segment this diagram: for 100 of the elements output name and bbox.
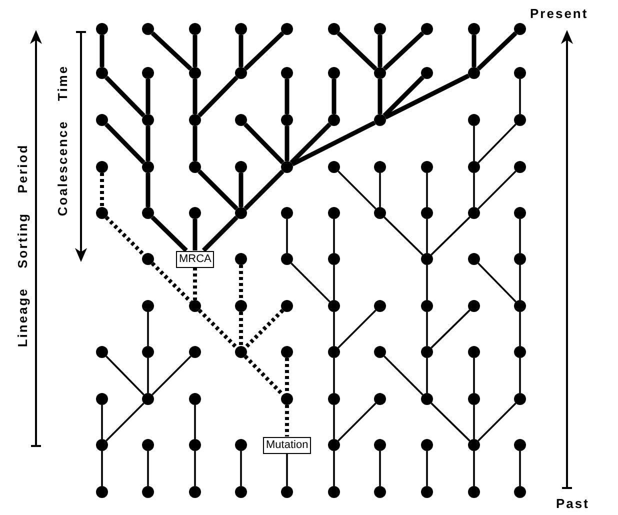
lineage-line <box>192 79 198 114</box>
lineage-dot <box>468 346 480 358</box>
lineage-dot <box>235 161 247 173</box>
lineage-dot <box>189 300 201 312</box>
lineage-dot <box>142 23 154 35</box>
lineage-dot <box>328 161 340 173</box>
lineage-dot <box>468 253 480 265</box>
dotted-lineage-line <box>285 405 289 436</box>
dotted-lineage-line <box>239 312 243 346</box>
lineage-dot <box>374 300 386 312</box>
axis-label: Past <box>556 496 590 511</box>
lineage-line <box>426 358 428 393</box>
lineage-line <box>198 170 238 210</box>
lineage-line <box>476 32 518 70</box>
lineage-dot <box>96 161 108 173</box>
lineage-line <box>238 173 244 207</box>
lineage-dot <box>142 207 154 219</box>
lineage-line <box>194 451 196 486</box>
lineage-dot <box>142 439 154 451</box>
lineage-dot <box>189 486 201 498</box>
lineage-dot <box>189 67 201 79</box>
lineage-line <box>152 356 192 396</box>
lineage-line <box>291 120 376 166</box>
lineage-dot <box>235 439 247 451</box>
lineage-dot <box>328 439 340 451</box>
lineage-dot <box>421 393 433 405</box>
lineage-dot <box>374 161 386 173</box>
lineage-dot <box>421 486 433 498</box>
lineage-dot <box>235 300 247 312</box>
lineage-dot <box>235 23 247 35</box>
lineage-dot <box>96 67 108 79</box>
lineage-line <box>244 32 284 70</box>
lineage-line <box>147 451 149 486</box>
lineage-line <box>336 32 378 70</box>
lineage-line <box>290 122 332 164</box>
lineage-dot <box>468 207 480 219</box>
lineage-line <box>430 402 470 442</box>
lineage-line <box>384 356 424 396</box>
dotted-lineage-line <box>239 265 243 300</box>
period-label: Lineage Sorting Period <box>14 143 30 347</box>
dotted-lineage-line <box>198 308 238 350</box>
lineage-dot <box>421 207 433 219</box>
lineage-line <box>194 405 196 439</box>
lineage-dot <box>281 114 293 126</box>
lineage-line <box>338 310 376 348</box>
lineage-line <box>244 170 284 210</box>
axis-label: Present <box>530 6 588 21</box>
lineage-dot <box>142 300 154 312</box>
lineage-dot <box>328 486 340 498</box>
lineage-line <box>100 35 104 67</box>
lineage-dot <box>468 486 480 498</box>
lineage-dot <box>514 23 526 35</box>
lineage-dot <box>374 346 386 358</box>
lineage-dot <box>468 23 480 35</box>
lineage-dot <box>281 253 293 265</box>
lineage-line <box>426 219 428 253</box>
lineage-line <box>519 219 521 253</box>
lineage-line <box>426 173 428 207</box>
lineage-line <box>472 35 476 67</box>
lineage-dot <box>328 393 340 405</box>
lineage-dot <box>96 486 108 498</box>
lineage-dot <box>514 253 526 265</box>
lineage-line <box>338 402 376 442</box>
lineage-dot <box>468 393 480 405</box>
lineage-dot <box>189 114 201 126</box>
lineage-dot <box>189 23 201 35</box>
lineage-dot <box>189 161 201 173</box>
dotted-lineage-line <box>244 354 284 396</box>
lineage-line <box>146 173 150 207</box>
lineage-dot <box>328 300 340 312</box>
lineage-dot <box>96 439 108 451</box>
lineage-dot <box>374 439 386 451</box>
lineage-dot <box>421 253 433 265</box>
lineage-dot <box>328 67 340 79</box>
lineage-line <box>519 265 521 300</box>
dotted-lineage-line <box>150 262 192 304</box>
lineage-line <box>333 358 335 393</box>
lineage-dot <box>421 346 433 358</box>
lineage-dot <box>374 67 386 79</box>
lineage-line <box>150 31 192 71</box>
lineage-dot <box>468 161 480 173</box>
lineage-dot <box>281 23 293 35</box>
lineage-dot <box>374 393 386 405</box>
lineage-line <box>338 170 376 210</box>
lineage-line <box>146 79 150 114</box>
lineage-dot <box>374 207 386 219</box>
lineage-line <box>478 262 516 302</box>
lineage-dot <box>189 346 201 358</box>
lineage-line <box>290 262 330 302</box>
lineage-dot <box>328 207 340 219</box>
lineage-dot <box>421 67 433 79</box>
lineage-line <box>426 451 428 486</box>
lineage-dot <box>281 486 293 498</box>
lineage-dot <box>468 114 480 126</box>
dotted-lineage-line <box>285 358 289 393</box>
lineage-dot <box>328 346 340 358</box>
lineage-line <box>101 405 103 439</box>
lineage-dot <box>235 486 247 498</box>
lineage-line <box>382 31 424 71</box>
lineage-dot <box>421 439 433 451</box>
